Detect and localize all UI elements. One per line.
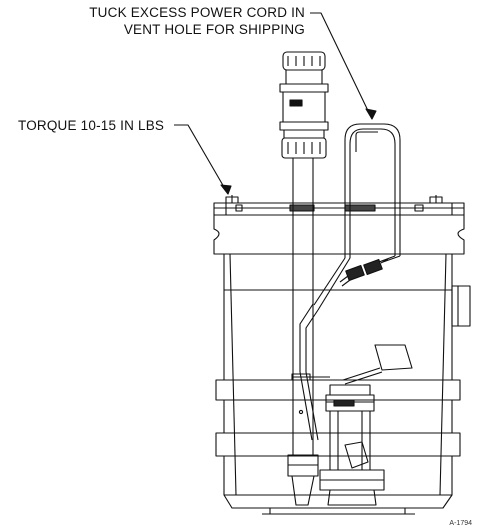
leader-lines <box>174 12 377 195</box>
basin-body <box>213 215 471 515</box>
basin-lid <box>213 195 465 216</box>
float-switch <box>291 344 413 385</box>
discharge-pipe <box>279 51 329 455</box>
power-cords <box>299 123 401 441</box>
callout-power-cord-line1: TUCK EXCESS POWER CORD IN <box>89 5 305 20</box>
callout-torque: TORQUE 10-15 IN LBS <box>18 118 165 133</box>
cord-plug <box>339 258 389 287</box>
callout-power-cord: TUCK EXCESS POWER CORD IN VENT HOLE FOR … <box>89 4 305 38</box>
figure-id: A-1794 <box>449 520 472 527</box>
pump-unit <box>287 384 385 506</box>
callout-power-cord-line2: VENT HOLE FOR SHIPPING <box>123 22 305 37</box>
